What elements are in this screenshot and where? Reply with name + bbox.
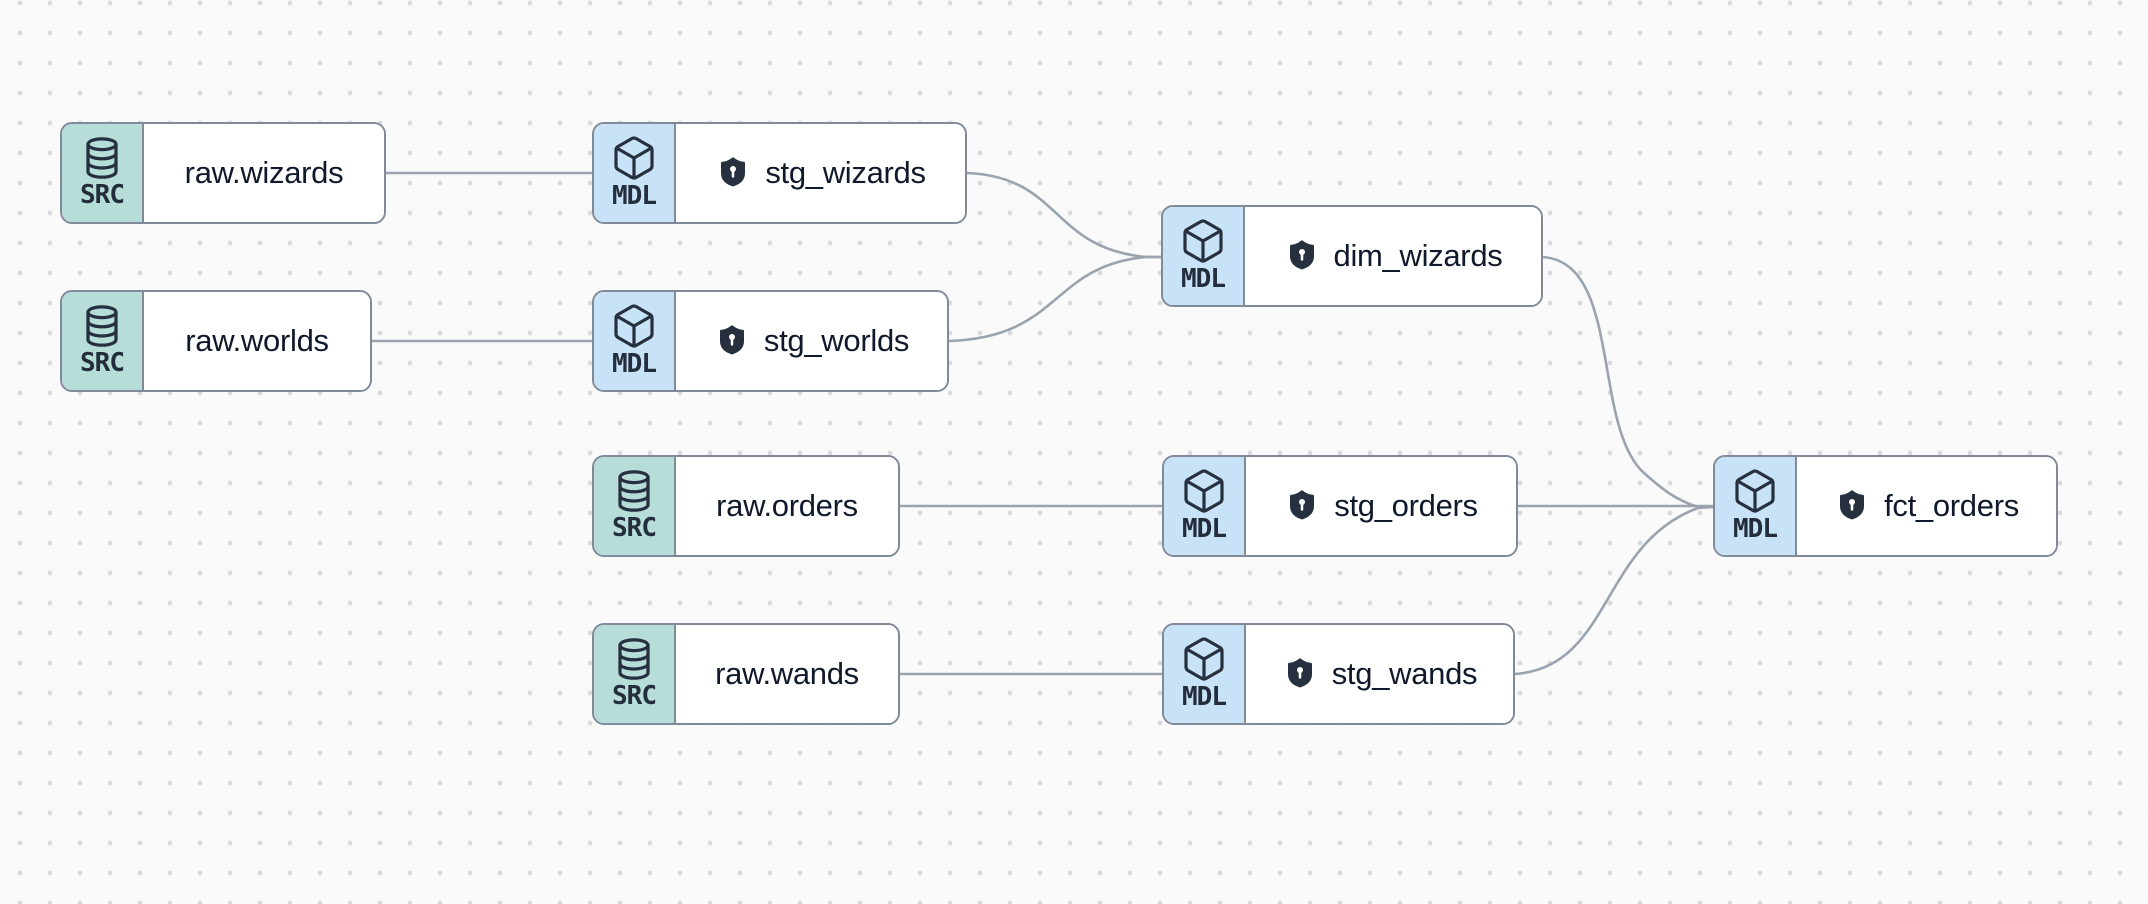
- node-type-label: SRC: [80, 347, 125, 378]
- database-icon: [79, 135, 125, 181]
- shield-lock-icon: [715, 155, 751, 191]
- node-label-area: stg_worlds: [676, 292, 947, 390]
- node-label-area: stg_wizards: [676, 124, 965, 222]
- node-stg-wizards[interactable]: MDL stg_wizards: [592, 122, 967, 224]
- node-stg-worlds[interactable]: MDL stg_worlds: [592, 290, 949, 392]
- cube-icon: [1180, 635, 1228, 683]
- node-label-area: raw.wizards: [144, 124, 384, 222]
- model-type-badge: MDL: [594, 124, 676, 222]
- node-raw-orders[interactable]: SRC raw.orders: [592, 455, 900, 557]
- node-label-area: stg_orders: [1246, 457, 1516, 555]
- node-label-area: raw.worlds: [144, 292, 370, 390]
- cube-icon: [1180, 467, 1228, 515]
- model-type-badge: MDL: [594, 292, 676, 390]
- node-raw-wands[interactable]: SRC raw.wands: [592, 623, 900, 725]
- cube-icon: [1179, 217, 1227, 265]
- node-label-area: raw.wands: [676, 625, 898, 723]
- edge-stg_wands-fct_orders: [1513, 505, 1715, 676]
- shield-lock-icon: [1834, 488, 1870, 524]
- database-icon: [611, 636, 657, 682]
- node-type-label: SRC: [80, 179, 125, 210]
- source-type-badge: SRC: [62, 292, 144, 390]
- shield-lock-icon: [1284, 488, 1320, 524]
- node-type-label: MDL: [1181, 263, 1226, 294]
- node-label-area: fct_orders: [1797, 457, 2056, 555]
- node-type-label: MDL: [1182, 681, 1227, 712]
- node-type-label: MDL: [612, 348, 657, 379]
- node-label: fct_orders: [1884, 488, 2019, 523]
- node-type-label: MDL: [612, 180, 657, 211]
- model-type-badge: MDL: [1715, 457, 1797, 555]
- cube-icon: [1731, 467, 1779, 515]
- node-raw-worlds[interactable]: SRC raw.worlds: [60, 290, 372, 392]
- database-icon: [79, 303, 125, 349]
- cube-icon: [610, 302, 658, 350]
- cube-icon: [610, 134, 658, 182]
- edge-stg_wizards-dim_wizards: [965, 171, 1163, 259]
- node-fct-orders[interactable]: MDL fct_orders: [1713, 455, 2058, 557]
- source-type-badge: SRC: [594, 457, 676, 555]
- node-label: dim_wizards: [1333, 238, 1503, 273]
- node-label: raw.worlds: [185, 323, 329, 358]
- node-label: stg_wizards: [765, 155, 926, 190]
- node-label: stg_worlds: [763, 323, 910, 358]
- node-label: stg_orders: [1334, 488, 1478, 523]
- node-type-label: SRC: [612, 512, 657, 543]
- node-stg-orders[interactable]: MDL stg_orders: [1162, 455, 1518, 557]
- model-type-badge: MDL: [1164, 625, 1246, 723]
- model-type-badge: MDL: [1164, 457, 1246, 555]
- node-label: raw.wands: [715, 656, 859, 691]
- node-type-label: MDL: [1182, 513, 1227, 544]
- database-icon: [611, 468, 657, 514]
- node-label-area: dim_wizards: [1245, 207, 1541, 305]
- node-label: raw.wizards: [184, 155, 344, 190]
- node-type-label: MDL: [1733, 513, 1778, 544]
- edge-dim_wizards-fct_orders: [1541, 255, 1715, 509]
- node-stg-wands[interactable]: MDL stg_wands: [1162, 623, 1515, 725]
- node-dim-wizards[interactable]: MDL dim_wizards: [1161, 205, 1543, 307]
- node-label-area: stg_wands: [1246, 625, 1513, 723]
- edge-stg_worlds-dim_wizards: [947, 255, 1163, 343]
- source-type-badge: SRC: [594, 625, 676, 723]
- shield-lock-icon: [714, 323, 750, 359]
- source-type-badge: SRC: [62, 124, 144, 222]
- model-type-badge: MDL: [1163, 207, 1245, 305]
- node-raw-wizards[interactable]: SRC raw.wizards: [60, 122, 386, 224]
- node-label-area: raw.orders: [676, 457, 898, 555]
- shield-lock-icon: [1282, 656, 1318, 692]
- node-type-label: SRC: [612, 680, 657, 711]
- shield-lock-icon: [1284, 238, 1320, 274]
- node-label: raw.orders: [716, 488, 858, 523]
- node-label: stg_wands: [1331, 656, 1478, 691]
